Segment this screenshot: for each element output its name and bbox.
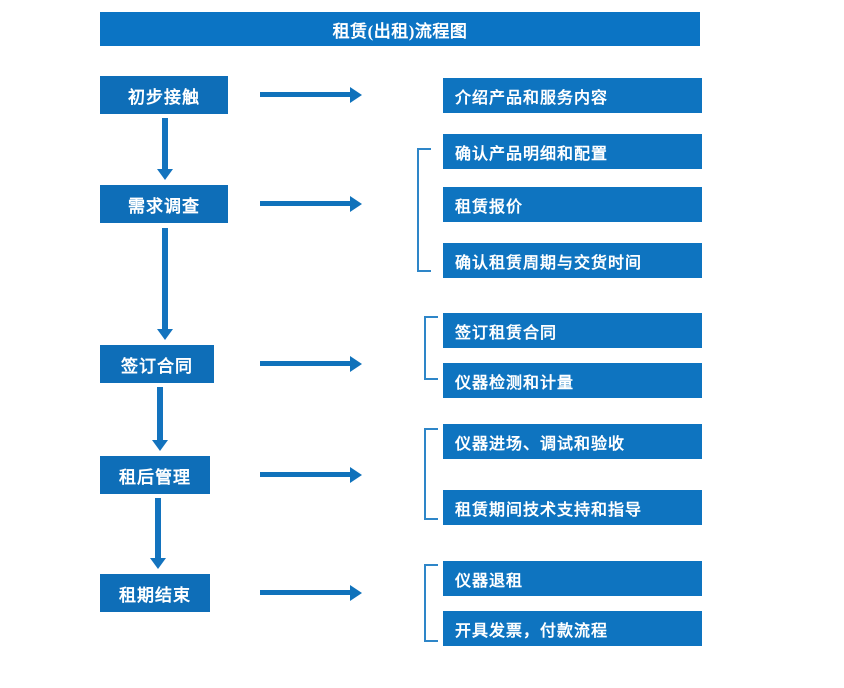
detail-box-6[interactable]: 仪器检测和计量 [443, 363, 702, 398]
detail-arrow-5 [260, 585, 362, 601]
detail-arrow-1 [260, 87, 362, 103]
detail-box-2[interactable]: 确认产品明细和配置 [443, 134, 702, 169]
stage-flow-arrow-1-2 [155, 118, 175, 180]
detail-box-10[interactable]: 开具发票，付款流程 [443, 611, 702, 646]
detail-box-8[interactable]: 租赁期间技术支持和指导 [443, 490, 702, 525]
group-bracket-4 [424, 564, 438, 642]
stage-flow-arrow-2-3 [155, 228, 175, 340]
stage-flow-arrow-4-5 [148, 498, 168, 569]
stage-box-1[interactable]: 初步接触 [100, 76, 228, 114]
detail-box-3[interactable]: 租赁报价 [443, 187, 702, 222]
stage-box-3[interactable]: 签订合同 [100, 345, 214, 383]
detail-box-9[interactable]: 仪器退租 [443, 561, 702, 596]
stage-box-4[interactable]: 租后管理 [100, 456, 210, 494]
detail-box-1[interactable]: 介绍产品和服务内容 [443, 78, 702, 113]
detail-box-5[interactable]: 签订租赁合同 [443, 313, 702, 348]
stage-flow-arrow-3-4 [150, 387, 170, 451]
chart-title-banner: 租赁(出租)流程图 [100, 12, 700, 46]
detail-box-7[interactable]: 仪器进场、调试和验收 [443, 424, 702, 459]
detail-box-4[interactable]: 确认租赁周期与交货时间 [443, 243, 702, 278]
stage-box-5[interactable]: 租期结束 [100, 574, 210, 612]
detail-arrow-4 [260, 467, 362, 483]
stage-box-2[interactable]: 需求调查 [100, 185, 228, 223]
group-bracket-2 [424, 316, 438, 380]
detail-arrow-3 [260, 356, 362, 372]
group-bracket-3 [424, 428, 438, 520]
group-bracket-1 [417, 148, 431, 272]
detail-arrow-2 [260, 196, 362, 212]
